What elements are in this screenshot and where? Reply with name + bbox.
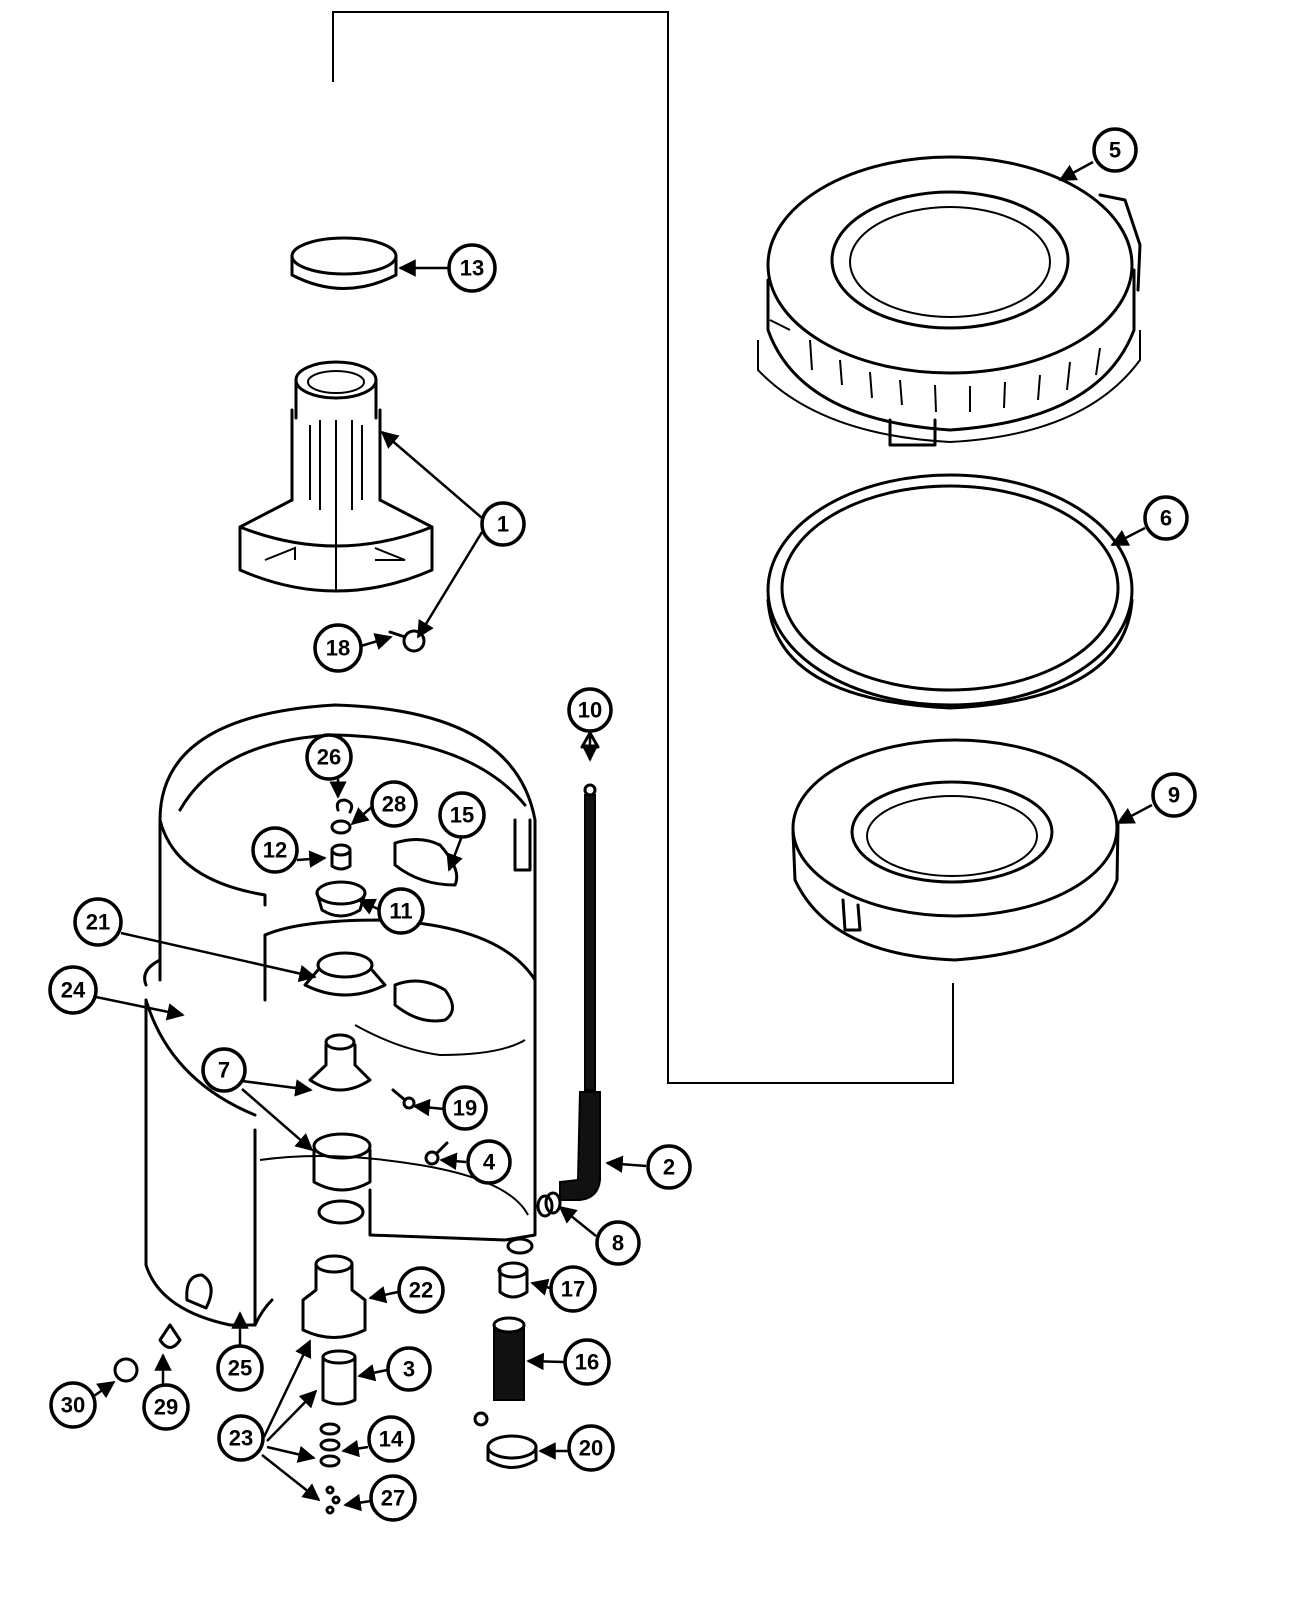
callout-7: 7 xyxy=(201,1047,247,1093)
svg-text:11: 11 xyxy=(389,899,412,924)
svg-text:15: 15 xyxy=(450,803,474,828)
svg-text:17: 17 xyxy=(561,1277,585,1302)
callout-11: 11 xyxy=(377,887,425,935)
callout-26: 26 xyxy=(305,733,353,781)
part-24-outer-tub xyxy=(143,703,537,1327)
part-26-retaining-ring xyxy=(335,798,354,814)
part-4-bolt xyxy=(424,1141,449,1166)
part-17-nut xyxy=(497,1261,529,1299)
callout-4: 4 xyxy=(466,1139,512,1185)
callout-17: 17 xyxy=(549,1265,597,1313)
svg-text:19: 19 xyxy=(453,1096,477,1121)
callout-30: 30 xyxy=(49,1381,97,1429)
part-3-sleeve xyxy=(321,1349,357,1406)
part-15-baffle xyxy=(393,838,459,887)
part-14-washers xyxy=(319,1422,341,1468)
part-16-hose xyxy=(492,1316,526,1401)
callout-21: 21 xyxy=(73,897,123,947)
part-12-bushing xyxy=(330,843,352,871)
svg-text:1: 1 xyxy=(497,512,509,537)
callout-6: 6 xyxy=(1143,495,1189,541)
part-11-hub xyxy=(315,880,367,918)
svg-text:28: 28 xyxy=(382,792,406,817)
part-1-agitator xyxy=(238,360,434,593)
svg-text:18: 18 xyxy=(326,636,350,661)
svg-text:23: 23 xyxy=(229,1426,253,1451)
callout-8: 8 xyxy=(595,1220,641,1266)
svg-text:27: 27 xyxy=(381,1486,405,1511)
part-2-tube xyxy=(559,783,601,1201)
part-9-tub-seal xyxy=(791,738,1120,962)
svg-text:14: 14 xyxy=(379,1427,404,1452)
leader-lines xyxy=(90,160,1153,1512)
part-29-fitting xyxy=(158,1323,182,1349)
svg-text:4: 4 xyxy=(483,1150,496,1175)
svg-text:21: 21 xyxy=(86,910,110,935)
part-30-cap xyxy=(113,1357,139,1383)
callout-5: 5 xyxy=(1092,127,1138,173)
svg-text:12: 12 xyxy=(263,838,287,863)
callout-10: 10 xyxy=(567,687,613,733)
callout-13: 13 xyxy=(447,243,497,293)
callout-3: 3 xyxy=(386,1346,432,1392)
callout-24: 24 xyxy=(48,965,98,1015)
callout-23: 23 xyxy=(217,1414,265,1462)
callout-9: 9 xyxy=(1151,772,1197,818)
callout-18: 18 xyxy=(313,623,363,673)
part-20-hose-clamp xyxy=(473,1411,538,1469)
svg-text:20: 20 xyxy=(579,1436,603,1461)
svg-text:16: 16 xyxy=(575,1350,599,1375)
part-6-tub-ring xyxy=(766,473,1134,710)
svg-text:7: 7 xyxy=(218,1058,230,1083)
svg-text:13: 13 xyxy=(460,256,484,281)
assembly-bracket-line xyxy=(332,11,954,1084)
svg-text:6: 6 xyxy=(1160,506,1172,531)
callout-14: 14 xyxy=(367,1415,415,1463)
svg-text:26: 26 xyxy=(317,745,341,770)
svg-text:3: 3 xyxy=(403,1357,415,1382)
svg-text:25: 25 xyxy=(228,1356,252,1381)
svg-text:5: 5 xyxy=(1109,138,1121,163)
part-7-hub-assembly xyxy=(308,1033,372,1192)
svg-text:8: 8 xyxy=(612,1231,624,1256)
part-18-agitator-bolt xyxy=(388,629,426,653)
callout-16: 16 xyxy=(563,1338,611,1386)
svg-text:24: 24 xyxy=(61,978,86,1003)
svg-text:30: 30 xyxy=(61,1393,85,1418)
callout-28: 28 xyxy=(370,780,418,828)
part-28-washer xyxy=(330,819,352,835)
callout-1: 1 xyxy=(480,501,526,547)
svg-text:2: 2 xyxy=(663,1155,675,1180)
callout-15: 15 xyxy=(438,791,486,839)
callout-2: 2 xyxy=(646,1144,692,1190)
part-21-seal xyxy=(303,951,387,997)
callout-12: 12 xyxy=(251,826,299,874)
callout-22: 22 xyxy=(397,1266,445,1314)
callout-29: 29 xyxy=(142,1383,190,1431)
svg-text:29: 29 xyxy=(154,1395,178,1420)
callout-19: 19 xyxy=(442,1085,488,1131)
part-13-agitator-cap xyxy=(290,236,398,290)
part-5-tub-cover xyxy=(757,155,1142,447)
part-19-screw xyxy=(391,1088,416,1110)
part-22-boot xyxy=(301,1254,367,1339)
part-8-clamp xyxy=(536,1191,562,1218)
callout-25: 25 xyxy=(216,1344,264,1392)
svg-text:9: 9 xyxy=(1168,783,1180,808)
svg-text:10: 10 xyxy=(578,698,602,723)
callout-27: 27 xyxy=(369,1474,417,1522)
part-27-fasteners xyxy=(325,1485,341,1515)
svg-text:22: 22 xyxy=(409,1278,433,1303)
callout-20: 20 xyxy=(567,1424,615,1472)
